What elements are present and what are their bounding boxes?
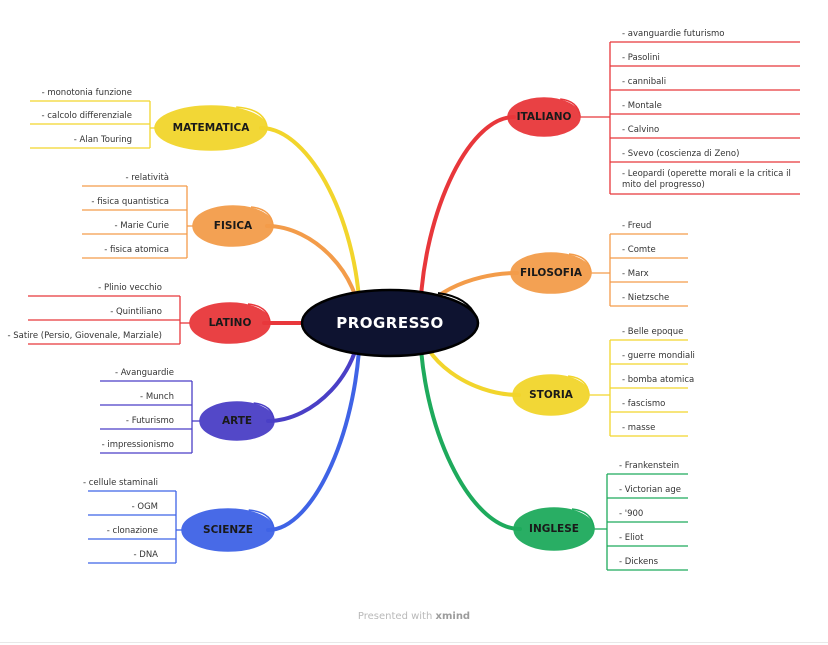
central-topic-shape[interactable] — [300, 288, 480, 358]
subtopic-label[interactable]: - Frankenstein — [619, 461, 680, 471]
subtopic-label[interactable]: - Plinio vecchio — [98, 283, 162, 293]
subtopic-label[interactable]: - Satire (Persio, Giovenale, Marziale) — [7, 331, 162, 341]
connector-line-inglese — [418, 321, 522, 531]
central-topic-sketch-stroke — [437, 292, 477, 318]
topic-sketch-stroke-fisica — [250, 206, 274, 226]
subtopic-label[interactable]: - Alan Touring — [73, 135, 132, 145]
topic-label-fisica[interactable]: FISICA — [213, 220, 253, 232]
subtopic-label[interactable]: - Quintiliano — [110, 307, 162, 317]
subtopic-label[interactable]: - Futurismo — [125, 416, 174, 426]
subtopic-label[interactable]: - cannibali — [622, 77, 667, 87]
xmind-logo[interactable]: xmind — [435, 611, 471, 622]
subtopic-label[interactable]: - Montale — [622, 101, 662, 111]
footer: Presented with xmind — [0, 611, 828, 622]
subtopic-label[interactable]: - relatività — [125, 173, 169, 183]
footer-text: Presented with — [357, 611, 433, 622]
topic-sketch-stroke-storia — [568, 375, 590, 395]
topic-label-storia[interactable]: STORIA — [529, 389, 573, 401]
subtopic-label[interactable]: - fascismo — [622, 399, 666, 409]
subtopic-label[interactable]: - Avanguardie — [114, 368, 174, 378]
subtopic-label[interactable]: - Calvino — [622, 125, 660, 135]
topic-sketch-stroke-latino — [247, 303, 271, 323]
subtopic-label[interactable]: - guerre mondiali — [622, 351, 695, 361]
subtopic-label[interactable]: - clonazione — [106, 526, 158, 536]
connector-line-italiano — [418, 115, 516, 325]
subtopic-label[interactable]: - Comte — [622, 245, 656, 255]
topic-sketch-stroke-scienze — [248, 509, 275, 530]
subtopic-label[interactable]: - DNA — [133, 550, 159, 560]
topic-sketch-stroke-arte — [253, 402, 275, 421]
subtopic-label[interactable]: - Marx — [622, 269, 649, 279]
subtopic-label[interactable]: - monotonia funzione — [41, 88, 132, 98]
subtopic-label[interactable]: - Svevo (coscienza di Zeno) — [622, 149, 740, 159]
subtopic-label[interactable]: - impressionismo — [101, 440, 174, 450]
subtopic-label[interactable]: - Marie Curie — [114, 221, 169, 231]
topic-label-latino[interactable]: LATINO — [208, 317, 252, 329]
connector-line-matematica — [259, 126, 362, 325]
topic-label-inglese[interactable]: INGLESE — [529, 523, 579, 535]
subtopic-label[interactable]: - Pasolini — [622, 53, 660, 63]
subtopic-label[interactable]: - calcolo differenziale — [41, 111, 132, 121]
subtopic-label[interactable]: - '900 — [619, 509, 644, 519]
subtopic-label[interactable]: - Victorian age — [619, 485, 681, 495]
central-topic-label[interactable]: PROGRESSO — [336, 314, 444, 332]
subtopic-label[interactable]: - Belle epoque — [622, 327, 684, 337]
topic-sketch-stroke-filosofia — [568, 253, 592, 273]
topic-label-matematica[interactable]: MATEMATICA — [172, 122, 250, 134]
topic-sketch-stroke-inglese — [571, 508, 595, 529]
subtopic-label[interactable]: - Freud — [622, 221, 652, 231]
subtopic-label[interactable]: - avanguardie futurismo — [622, 29, 725, 39]
subtopic-label[interactable]: - fisica quantistica — [91, 197, 169, 207]
subtopic-label[interactable]: - fisica atomica — [104, 245, 169, 255]
topic-label-filosofia[interactable]: FILOSOFIA — [519, 267, 583, 279]
subtopic-label[interactable]: - Dickens — [619, 557, 659, 567]
subtopic-label[interactable]: - Eliot — [619, 533, 644, 543]
subtopic-label[interactable]: - cellule staminali — [82, 478, 158, 488]
subtopic-label[interactable]: - Munch — [140, 392, 174, 402]
connector-line-scienze — [266, 321, 362, 532]
subtopic-label[interactable]: - Nietzsche — [622, 293, 670, 303]
topic-label-arte[interactable]: ARTE — [221, 415, 253, 427]
topic-sketch-stroke-italiano — [560, 98, 581, 117]
topic-label-italiano[interactable]: ITALIANO — [516, 111, 572, 123]
topic-label-scienze[interactable]: SCIENZE — [203, 524, 253, 536]
subtopic-label[interactable]: - Leopardi (operette morali e la critica… — [622, 169, 791, 190]
topic-sketch-stroke-matematica — [236, 106, 268, 127]
subtopic-label[interactable]: - masse — [622, 423, 656, 433]
bottom-divider — [0, 642, 828, 643]
subtopic-label[interactable]: - OGM — [131, 502, 158, 512]
subtopic-label[interactable]: - bomba atomica — [622, 375, 695, 385]
